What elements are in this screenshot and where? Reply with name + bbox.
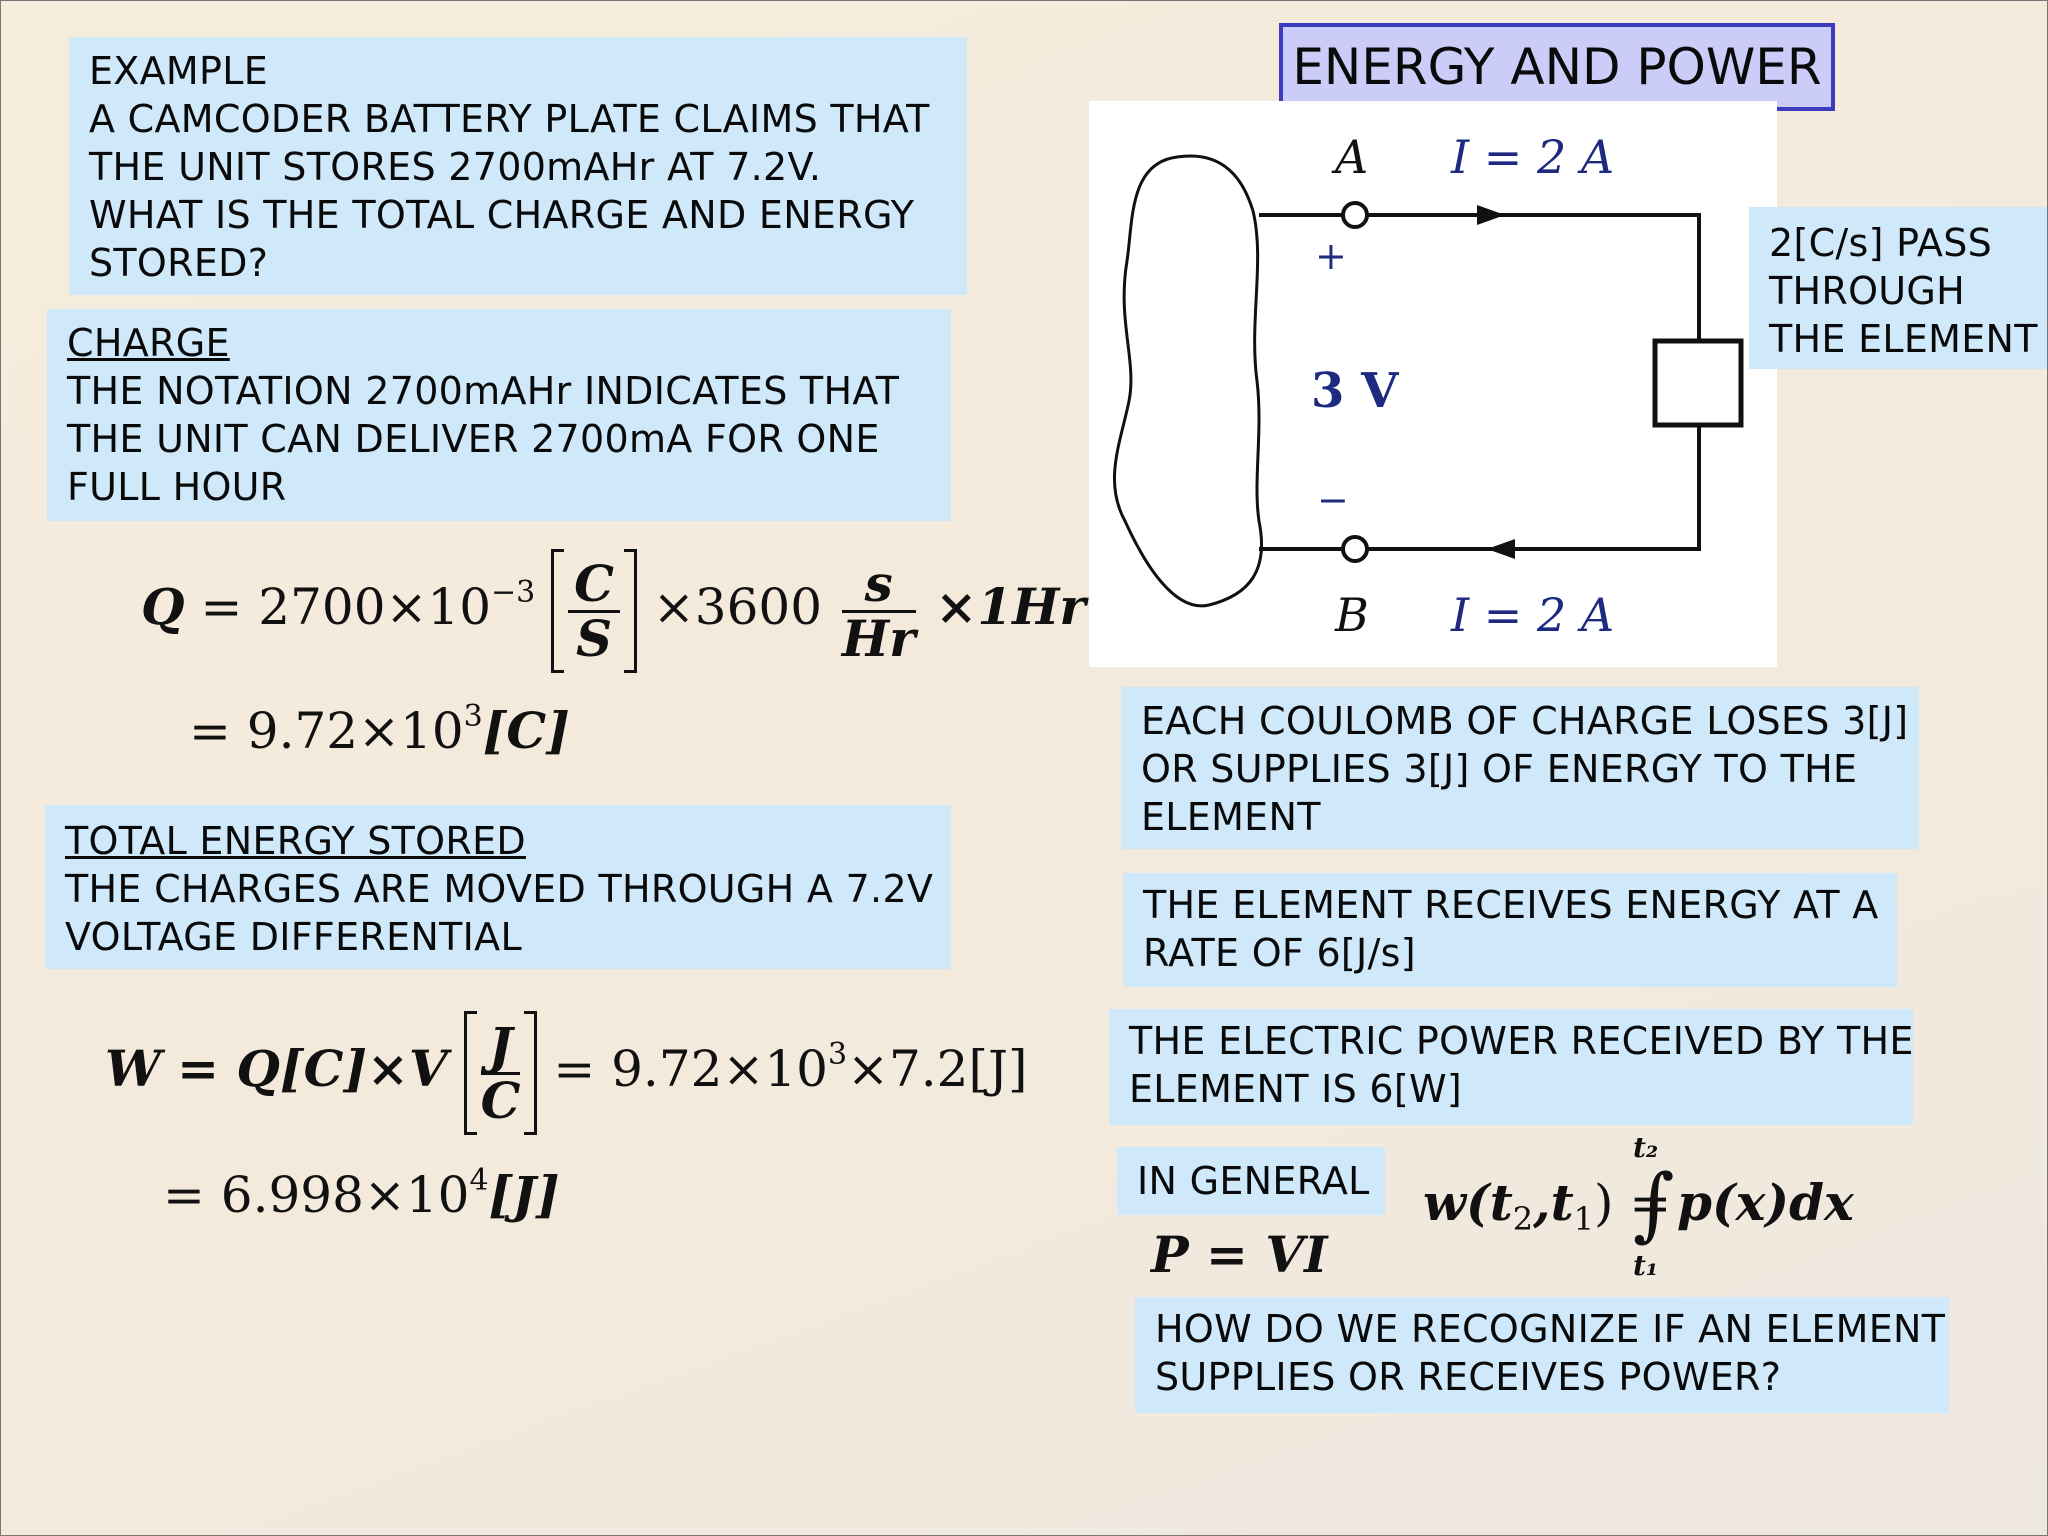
rate-line: THE ELEMENT RECEIVES ENERGY AT A — [1143, 883, 1879, 927]
eq-text: ×3600 — [652, 578, 823, 636]
charge-line: FULL HOUR — [67, 465, 287, 509]
coulomb-line: ELEMENT — [1141, 795, 1321, 839]
fraction-numerator: J — [488, 1015, 513, 1075]
energy-heading: TOTAL ENERGY STORED — [65, 819, 526, 863]
plus-sign: + — [1315, 234, 1347, 278]
pass-box: 2[C/s] PASS THROUGH THE ELEMENT — [1749, 207, 2047, 369]
charge-result: = 9.72×103[C] — [189, 701, 570, 761]
eq-text: p(x)dx — [1677, 1173, 1854, 1232]
question-line: HOW DO WE RECOGNIZE IF AN ELEMENT — [1155, 1307, 1946, 1351]
energy-line: VOLTAGE DIFFERENTIAL — [65, 915, 522, 959]
eq-unit: [C] — [482, 701, 570, 760]
circuit-element — [1652, 338, 1744, 428]
eq-text: = 9.72×10 — [553, 1040, 828, 1098]
charge-heading: CHARGE — [67, 321, 230, 365]
charge-line: THE UNIT CAN DELIVER 2700mA FOR ONE — [67, 417, 880, 461]
integral-sign: ∫ — [1633, 1157, 1675, 1250]
coulomb-box: EACH COULOMB OF CHARGE LOSES 3[J] OR SUP… — [1121, 687, 1919, 849]
coulomb-line: EACH COULOMB OF CHARGE LOSES 3[J] — [1141, 699, 1909, 743]
in-general-box: IN GENERAL — [1117, 1147, 1385, 1215]
source-blob — [1112, 154, 1264, 608]
power-line: ELEMENT IS 6[W] — [1129, 1067, 1463, 1111]
energy-integral: w(t2,t1) = — [1423, 1173, 1672, 1235]
eq-unit: [J] — [488, 1165, 560, 1224]
power-line: THE ELECTRIC POWER RECEIVED BY THE — [1129, 1019, 1914, 1063]
example-line: WHAT IS THE TOTAL CHARGE AND ENERGY — [89, 193, 915, 237]
energy-line: THE CHARGES ARE MOVED THROUGH A 7.2V — [65, 867, 934, 911]
slide-title: ENERGY AND POWER — [1279, 23, 1835, 111]
energy-result: = 6.998×104[J] — [163, 1165, 560, 1225]
eq-symbol: W — [105, 1039, 162, 1098]
eq-text: = Q[C]×V — [177, 1039, 448, 1098]
eq-text: ) = — [1594, 1174, 1672, 1232]
eq-exponent: 3 — [827, 1037, 848, 1072]
node-b-label: B — [1334, 588, 1369, 642]
eq-text: P = VI — [1151, 1225, 1328, 1284]
example-line: A CAMCODER BATTERY PLATE CLAIMS THAT — [89, 97, 930, 141]
eq-subscript: 2 — [1512, 1200, 1534, 1238]
energy-box: TOTAL ENERGY STORED THE CHARGES ARE MOVE… — [45, 805, 951, 969]
charge-line: THE NOTATION 2700mAHr INDICATES THAT — [67, 369, 900, 413]
power-box: THE ELECTRIC POWER RECEIVED BY THE ELEME… — [1109, 1009, 1913, 1125]
question-box: HOW DO WE RECOGNIZE IF AN ELEMENT SUPPLI… — [1135, 1297, 1949, 1413]
example-line: STORED? — [89, 241, 269, 285]
terminal-b — [1341, 535, 1369, 563]
current-bottom-label: I = 2 A — [1450, 588, 1614, 642]
arrow-right-icon — [1477, 205, 1505, 225]
fraction-numerator: C — [574, 553, 614, 613]
eq-exponent: 4 — [469, 1163, 489, 1198]
arrow-left-icon — [1487, 539, 1515, 559]
integral-upper-limit: t₂ — [1633, 1131, 1659, 1164]
current-top-label: I = 2 A — [1450, 130, 1614, 184]
fraction-denominator: Hr — [841, 608, 916, 668]
charge-box: CHARGE THE NOTATION 2700mAHr INDICATES T… — [47, 309, 951, 521]
eq-text: = 2700×10 — [200, 578, 492, 636]
fraction-denominator: C — [480, 1070, 521, 1130]
power-formula: P = VI — [1151, 1225, 1328, 1285]
pass-line: THROUGH — [1769, 269, 1966, 313]
eq-text: ×1Hr — [935, 577, 1086, 636]
eq-text: ×7.2[J] — [847, 1040, 1028, 1098]
eq-subscript: 1 — [1573, 1200, 1595, 1238]
fraction-denominator: S — [576, 608, 613, 668]
pass-line: THE ELEMENT — [1769, 317, 2038, 361]
eq-text: = 6.998×10 — [163, 1166, 470, 1224]
rate-line: RATE OF 6[J/s] — [1143, 931, 1416, 975]
eq-exponent: 3 — [463, 699, 483, 734]
terminal-a — [1341, 201, 1369, 229]
example-line: EXAMPLE — [89, 49, 269, 93]
eq-text: = 9.72×10 — [189, 702, 464, 760]
pass-line: 2[C/s] PASS — [1769, 221, 1993, 265]
left-bracket — [551, 549, 565, 673]
left-bracket — [463, 1011, 477, 1135]
right-bracket — [623, 549, 637, 673]
rate-box: THE ELEMENT RECEIVES ENERGY AT A RATE OF… — [1123, 873, 1897, 987]
integral-lower-limit: t₁ — [1633, 1249, 1659, 1282]
eq-exponent: −3 — [491, 575, 536, 610]
minus-sign: − — [1317, 478, 1349, 522]
fraction-numerator: s — [864, 553, 893, 613]
node-a-label: A — [1331, 130, 1368, 184]
eq-text: ,t — [1533, 1173, 1574, 1232]
coulomb-line: OR SUPPLIES 3[J] OF ENERGY TO THE — [1141, 747, 1858, 791]
example-line: THE UNIT STORES 2700mAHr AT 7.2V. — [89, 145, 822, 189]
in-general-label: IN GENERAL — [1137, 1159, 1370, 1203]
example-box: EXAMPLE A CAMCODER BATTERY PLATE CLAIMS … — [69, 37, 967, 295]
circuit-svg: A B I = 2 A I = 2 A 3 V + − — [1112, 130, 1744, 642]
question-line: SUPPLIES OR RECEIVES POWER? — [1155, 1355, 1782, 1399]
eq-text: w(t — [1423, 1173, 1513, 1232]
circuit-diagram: A B I = 2 A I = 2 A 3 V + − — [1089, 101, 1777, 667]
voltage-label: 3 V — [1311, 363, 1399, 419]
right-bracket — [524, 1011, 538, 1135]
integrand: p(x)dx — [1677, 1173, 1854, 1233]
eq-symbol: Q — [141, 577, 185, 636]
